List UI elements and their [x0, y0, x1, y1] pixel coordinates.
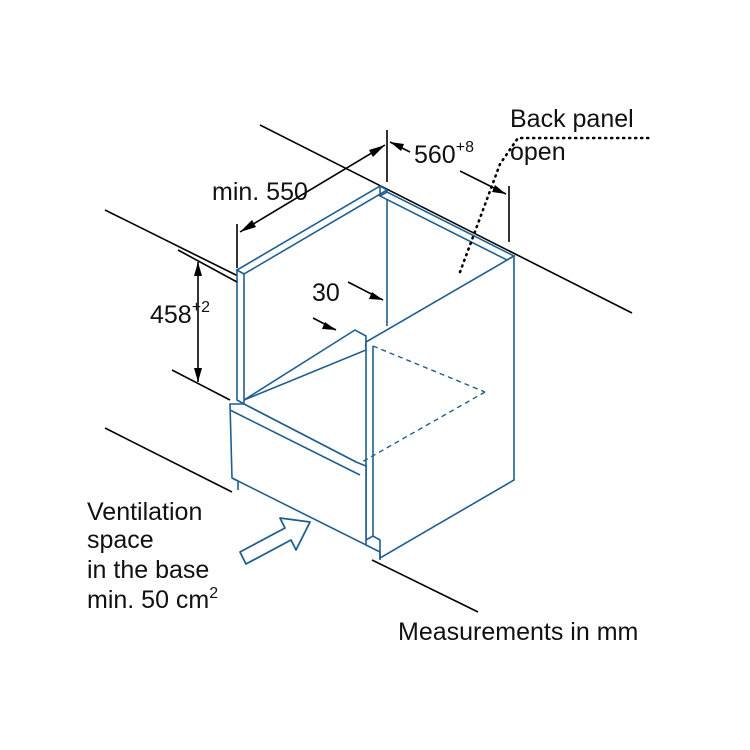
- depth-dim-line: [239, 144, 386, 233]
- floor-line-front: [371, 559, 479, 613]
- wall-line-left: [104, 209, 239, 277]
- depth-arrow-right: [369, 145, 385, 157]
- wall-line-back: [259, 124, 633, 314]
- dimension-height: [171, 249, 238, 401]
- back-panel-label-line2: open: [510, 138, 566, 166]
- hidden-edge-diag: [361, 391, 486, 463]
- ventilation-arrow-icon: [239, 517, 311, 565]
- shelf-front-edge: [243, 329, 367, 401]
- vent-min-area: min. 50 cm: [87, 586, 209, 614]
- vent-label-line2: space: [87, 526, 154, 554]
- width-label: 560+8: [414, 139, 474, 169]
- height-ext-line-bottom: [171, 369, 231, 401]
- vent-label-line3: in the base: [87, 556, 209, 584]
- depth-label: min. 550: [212, 178, 308, 206]
- plinth-foot-left: [231, 477, 239, 482]
- back-rail: [378, 191, 516, 261]
- width-tolerance: +8: [456, 139, 474, 156]
- height-label: 458+2: [150, 299, 210, 329]
- vent-arrow-shape: [239, 517, 311, 565]
- units-note: Measurements in mm: [398, 618, 638, 646]
- dimension-gap: [312, 281, 384, 331]
- height-tolerance: +2: [192, 299, 210, 316]
- hidden-edge-top: [372, 345, 486, 393]
- back-panel-leader: [458, 136, 654, 274]
- height-ext-line-top: [177, 249, 238, 283]
- cabinet: [229, 185, 516, 560]
- gap-arrow-bottom: [322, 322, 336, 330]
- vent-label-line1: Ventilation: [87, 498, 202, 526]
- back-panel-label-line1: Back panel: [510, 105, 634, 133]
- gap-arrow-top: [369, 292, 383, 300]
- floor-line-left: [104, 427, 233, 493]
- height-value: 458: [150, 301, 192, 329]
- plinth-top-line: [229, 409, 361, 476]
- dimension-depth: [236, 130, 388, 268]
- width-arrow-right: [492, 185, 506, 194]
- gap-label: 30: [312, 279, 340, 307]
- depth-arrow-left: [240, 220, 256, 232]
- vent-area-exponent: 2: [209, 585, 218, 602]
- height-arrow-top: [194, 262, 202, 276]
- height-arrow-bottom: [194, 368, 202, 382]
- left-panel-edge: [236, 268, 245, 406]
- dimension-width: [389, 141, 510, 242]
- width-value: 560: [414, 141, 456, 169]
- width-arrow-left: [390, 142, 404, 151]
- plinth-foot-right: [365, 544, 381, 553]
- right-panel: [365, 254, 515, 560]
- vent-label-line4: min. 50 cm2: [87, 585, 218, 614]
